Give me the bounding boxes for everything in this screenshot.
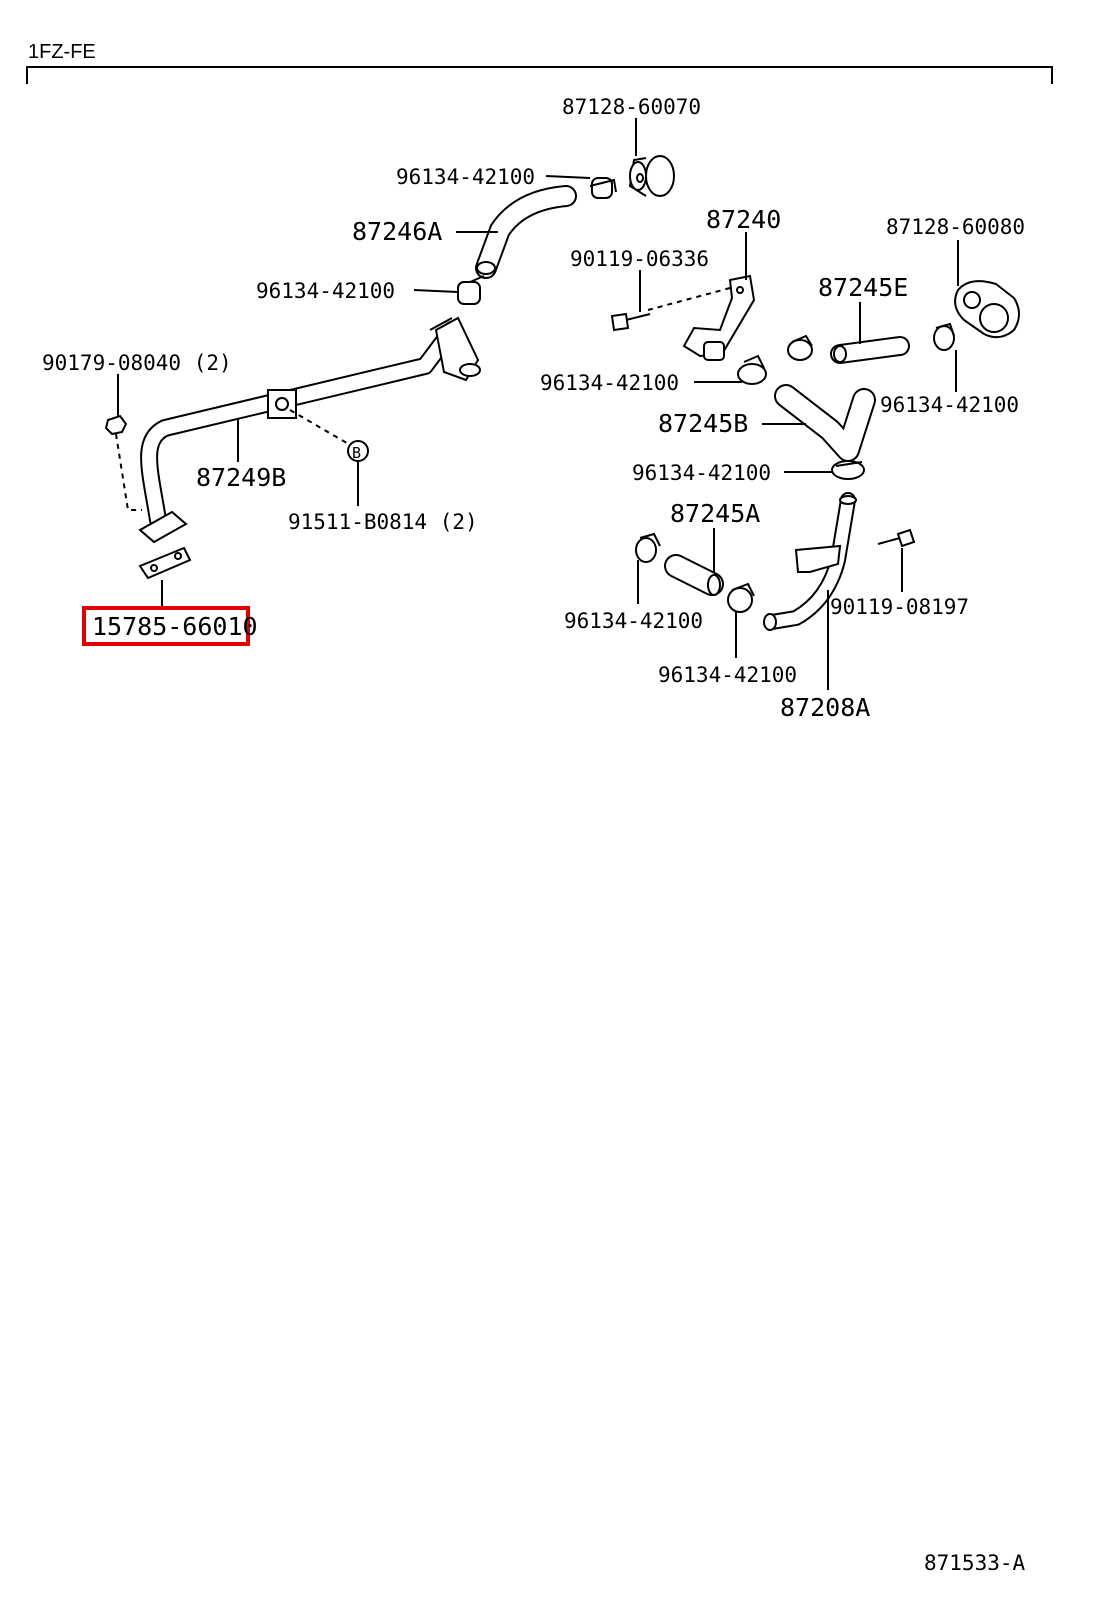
bracket-87240 (682, 274, 756, 361)
gasket-15785 (138, 546, 192, 580)
clamp-96134-lower (831, 460, 865, 480)
callout-96134-bm: 96134-42100 (658, 663, 797, 687)
highlight-box (82, 606, 250, 646)
callout-91511: 91511-B0814 (2) (288, 510, 478, 534)
callout-87245b: 87245B (658, 409, 748, 438)
callout-87246a: 87246A (352, 217, 442, 246)
clamp-near-87245e (787, 334, 813, 361)
callout-15785-66010[interactable]: 15785-66010 (92, 612, 258, 641)
nut-90179 (104, 414, 142, 511)
callout-90119-06336: 90119-06336 (570, 247, 709, 271)
hose-87245e (830, 336, 910, 364)
grommet-87128-60080 (954, 280, 1020, 339)
callout-87249b: 87249B (196, 463, 286, 492)
hose-87245b (774, 384, 876, 462)
bolt-91511: B (289, 409, 369, 506)
pipe-87249b (138, 316, 481, 544)
callout-96134-mid: 96134-42100 (540, 371, 679, 395)
callout-96134-left: 96134-42100 (256, 279, 395, 303)
bolt-90119-06336 (610, 287, 731, 332)
callout-90119-08197: 90119-08197 (830, 595, 969, 619)
callout-87128-60070: 87128-60070 (562, 95, 701, 119)
ref-b-marker: B (352, 444, 361, 462)
callout-90179: 90179-08040 (2) (42, 351, 232, 375)
callout-87240: 87240 (706, 205, 781, 234)
clamp-96134-right (933, 322, 955, 351)
clamp-96134-bm (727, 582, 755, 613)
callout-87245a: 87245A (670, 499, 760, 528)
clamp-96134-bl (635, 532, 661, 563)
clamp-96134-top (589, 177, 617, 199)
clamp-96134-mid (737, 354, 767, 385)
callout-96134-bl: 96134-42100 (564, 609, 703, 633)
grommet-87128-60070 (628, 155, 675, 197)
diagram-code: 871533-A (924, 1551, 1026, 1575)
clamp-96134-left (457, 275, 485, 305)
callout-87128-60080: 87128-60080 (886, 215, 1025, 239)
callout-96134-top: 96134-42100 (396, 165, 535, 189)
callout-96134-lower: 96134-42100 (632, 461, 771, 485)
hose-87245a (664, 554, 724, 596)
header-bracket (26, 66, 1053, 84)
callout-96134-right: 96134-42100 (880, 393, 1019, 417)
callout-87245e: 87245E (818, 273, 908, 302)
engine-label: 1FZ-FE (28, 41, 96, 63)
pipe-87208a (763, 492, 857, 631)
bolt-90119-08197 (877, 528, 916, 548)
leader-lines (117, 118, 959, 690)
callout-87208a: 87208A (780, 693, 870, 722)
hose-87246a (475, 185, 577, 279)
